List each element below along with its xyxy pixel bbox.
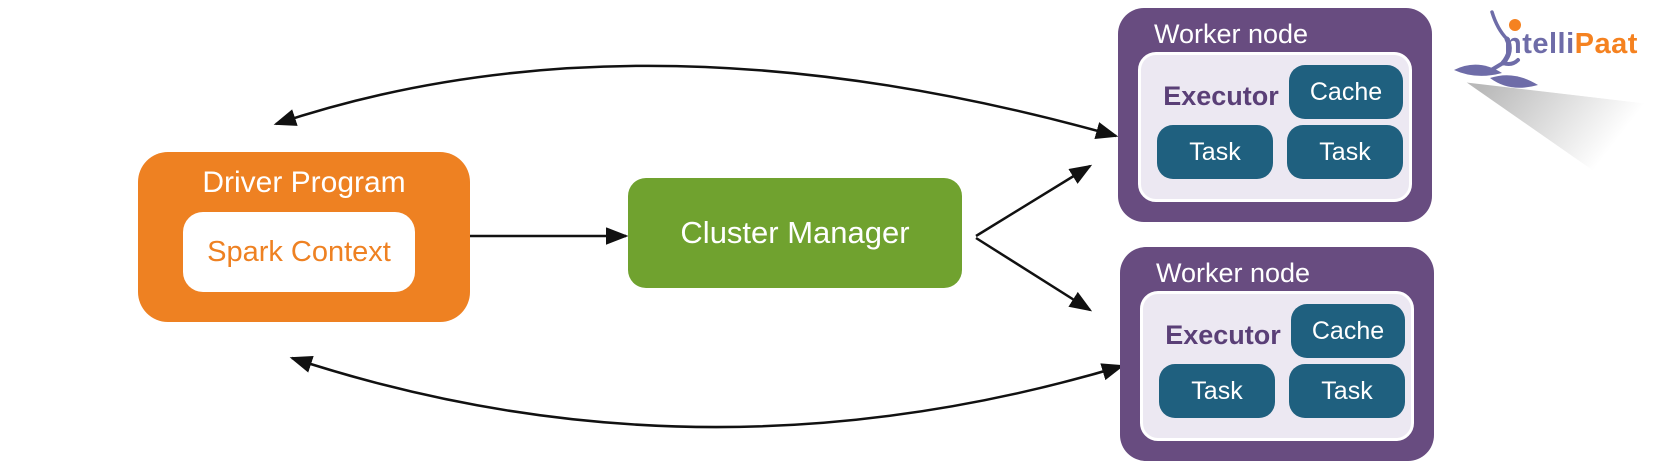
task-box: Task	[1157, 125, 1273, 179]
task-box: Task	[1159, 364, 1275, 418]
cluster-manager-box: Cluster Manager	[628, 178, 962, 288]
task-label: Task	[1319, 137, 1371, 166]
worker-node-top-title: Worker node	[1154, 19, 1309, 49]
driver-program-box: Driver Program Spark Context	[138, 152, 470, 322]
logo-text-ntelli: ntelli	[1504, 28, 1575, 60]
cache-box: Cache	[1289, 65, 1403, 119]
task-label: Task	[1191, 376, 1243, 405]
cache-label: Cache	[1311, 316, 1385, 345]
task-label: Task	[1189, 137, 1241, 166]
arrow-driver-worker-bottom	[289, 355, 1125, 429]
task-box: Task	[1287, 125, 1403, 179]
logo-wordmark: ntelliPaat	[1504, 28, 1638, 61]
logo-ribbon-graphic	[1445, 0, 1667, 206]
arrow-cluster-worker-top	[975, 164, 1093, 238]
task-label: Task	[1321, 376, 1373, 405]
cluster-manager-label: Cluster Manager	[680, 215, 910, 250]
cache-label: Cache	[1309, 77, 1383, 106]
arrow-driver-worker-top	[273, 64, 1119, 140]
spark-context-label: Spark Context	[207, 235, 391, 268]
executor-panel-top: Executor Cache Task Task	[1138, 52, 1412, 202]
logo-figure-icon	[1454, 10, 1538, 88]
task-box: Task	[1289, 364, 1405, 418]
executor-label: Executor	[1163, 81, 1279, 111]
worker-node-top: Worker node Executor Cache Task Task	[1118, 8, 1432, 222]
driver-program-title: Driver Program	[202, 166, 406, 199]
ribbon-fold-shadow	[1466, 82, 1667, 206]
cache-box: Cache	[1291, 304, 1405, 358]
executor-label: Executor	[1165, 320, 1281, 350]
arrow-cluster-worker-bottom	[975, 236, 1093, 312]
executor-panel-bottom: Executor Cache Task Task	[1140, 291, 1414, 441]
spark-context-box: Spark Context	[183, 212, 415, 292]
intellipaat-logo: ntelliPaat	[1440, 0, 1667, 212]
logo-text-paat: Paat	[1574, 28, 1638, 60]
worker-node-bottom: Worker node Executor Cache Task Task	[1120, 247, 1434, 461]
worker-node-bottom-title: Worker node	[1156, 258, 1311, 288]
